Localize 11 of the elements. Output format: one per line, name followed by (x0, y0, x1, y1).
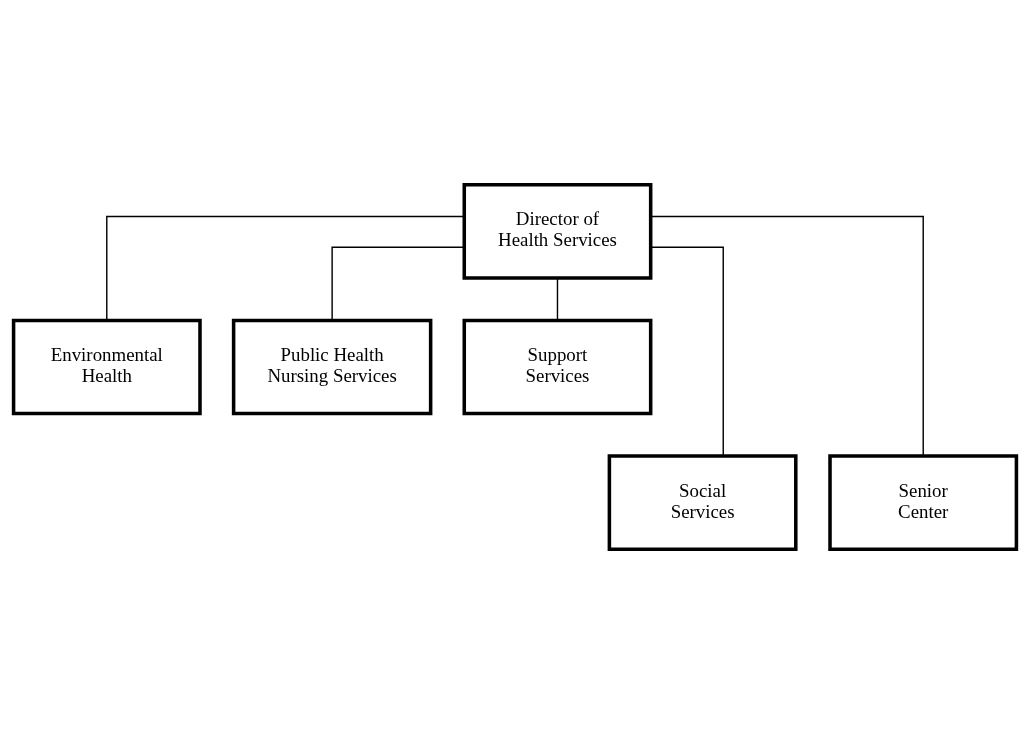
node-box: Senior Center (828, 454, 1019, 552)
connector (556, 277, 559, 321)
node-box: Director of Health Services (462, 182, 653, 280)
node-box: Support Services (462, 318, 653, 416)
connector (650, 246, 724, 457)
node-box: Environmental Health (11, 318, 202, 416)
connector (650, 215, 924, 457)
node-box: Social Services (607, 454, 798, 552)
connector (331, 246, 465, 322)
connector (106, 215, 465, 321)
node-box: Public Health Nursing Services (231, 318, 433, 416)
